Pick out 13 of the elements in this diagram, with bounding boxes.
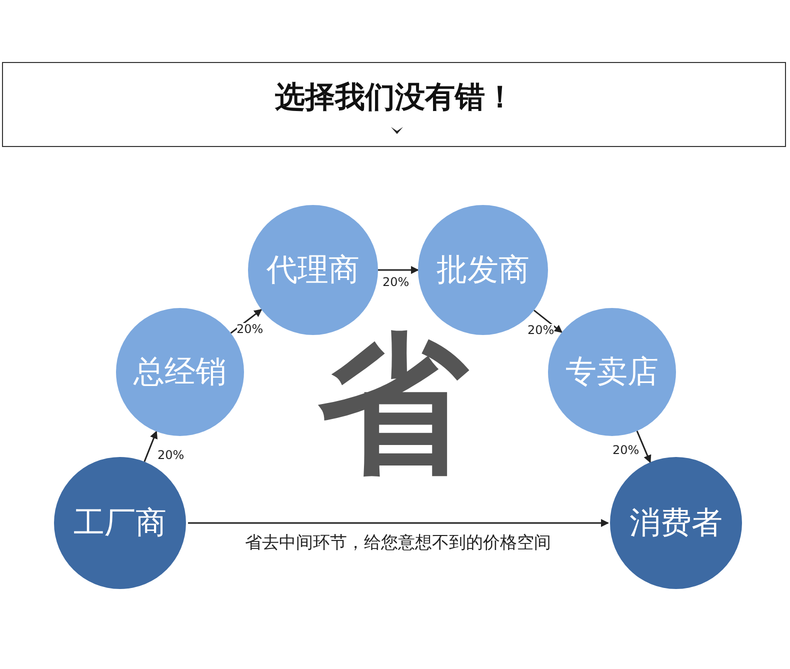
title-text: 选择我们没有错！ [275,80,515,115]
edge-label: 20% [382,276,410,288]
arrow [378,266,419,274]
edge-label: 20% [158,449,184,461]
arrow [144,430,158,462]
circle-node: 消费者 [610,457,742,589]
edge-label: 20% [528,324,554,336]
arrow [636,430,652,464]
arrow [534,310,563,333]
edge-label: 20% [612,444,640,456]
edge-label: 省去中间环节，给您意想不到的价格空间 [245,534,551,552]
arrow [188,519,609,527]
edge-label: 20% [236,323,264,335]
